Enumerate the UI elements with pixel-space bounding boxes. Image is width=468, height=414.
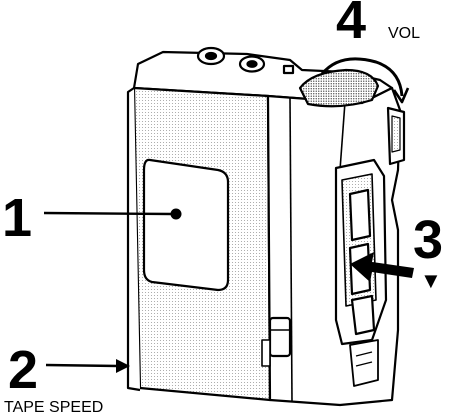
volume-wheel xyxy=(298,68,380,108)
callout-number: 2 xyxy=(8,340,38,400)
jack-inner-icon xyxy=(246,60,258,68)
down-triangle-icon: ▼ xyxy=(420,268,442,293)
cassette-player xyxy=(126,46,410,407)
callout-1: 1 xyxy=(2,188,182,248)
callout-number: 1 xyxy=(2,188,32,248)
jack-inner-icon xyxy=(204,51,218,61)
callout-number: 4 xyxy=(336,0,366,50)
cassette-window xyxy=(142,158,230,292)
callout-4: 4 VOL xyxy=(336,0,420,50)
rotation-arrow-icon xyxy=(320,57,404,97)
tape-speed-switch xyxy=(268,316,292,358)
callout-number: 3 xyxy=(413,210,443,270)
tape-speed-label: TAPE SPEED xyxy=(4,399,103,414)
press-arrow-icon xyxy=(350,252,414,282)
callout-2: 2 TAPE SPEED xyxy=(4,340,130,414)
vol-label: VOL xyxy=(388,25,420,42)
callout-3: 3 ▼ xyxy=(350,210,443,293)
side-button xyxy=(348,188,372,242)
